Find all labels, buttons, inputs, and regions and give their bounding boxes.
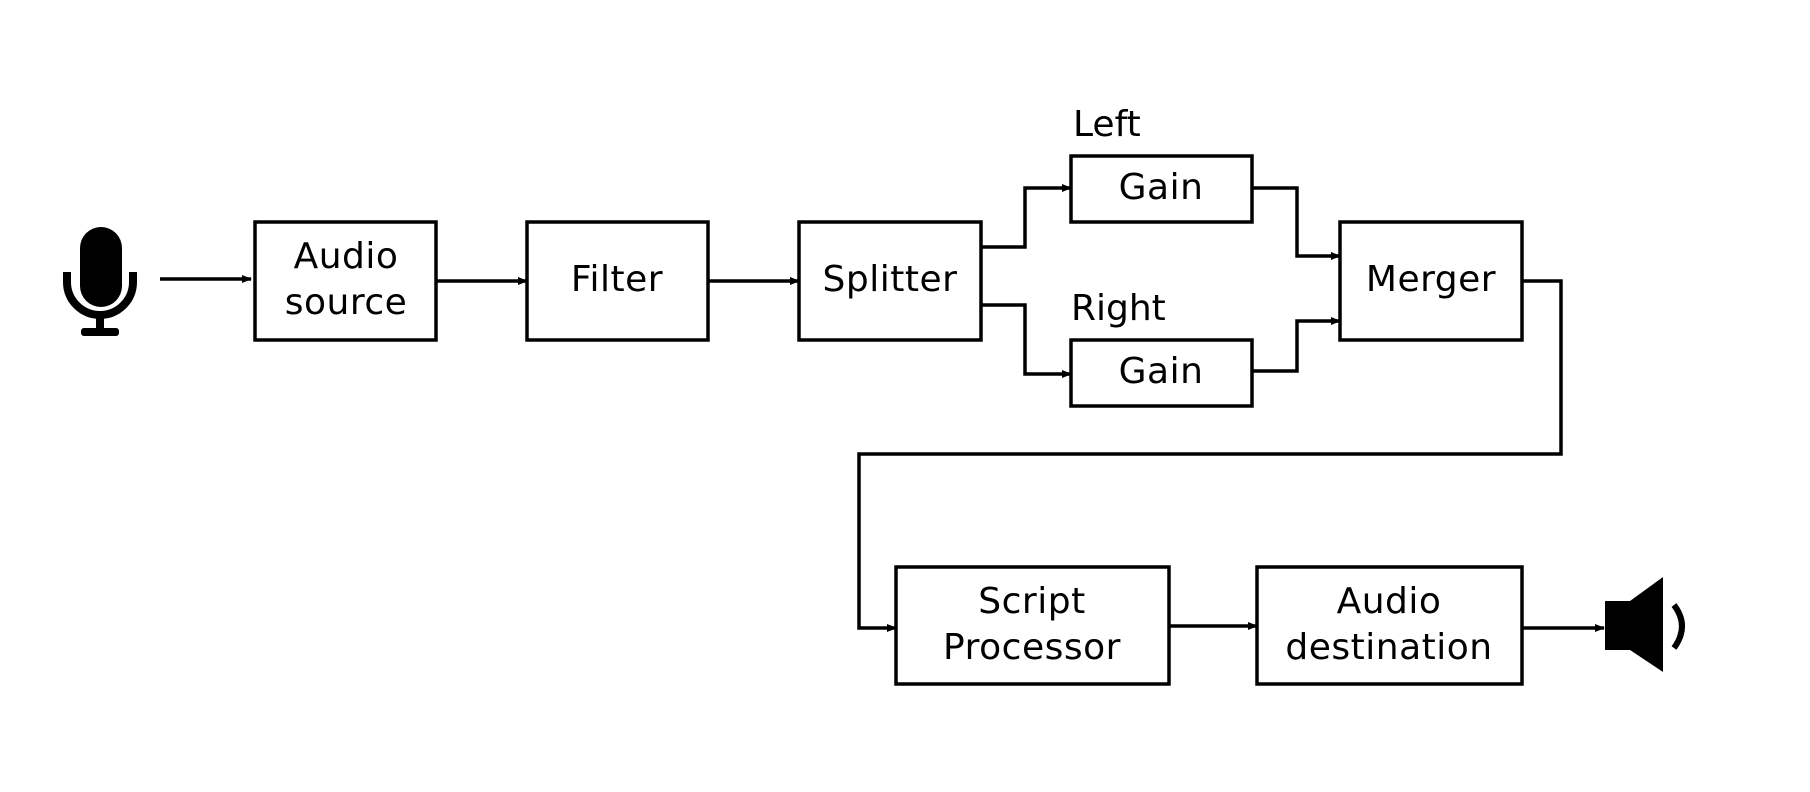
gain-left-label: Gain xyxy=(1119,167,1204,208)
node-gain-right: Gain xyxy=(1069,338,1254,408)
splitter-label: Splitter xyxy=(823,259,958,300)
audio-source-line2: source xyxy=(285,282,408,323)
node-gain-left: Gain xyxy=(1069,154,1254,224)
gain-right-label: Gain xyxy=(1119,351,1204,392)
arrow-splitter-to-left-gain xyxy=(981,184,1072,249)
audio-destination-line2: destination xyxy=(1285,627,1492,668)
arrow-left-gain-to-merger xyxy=(1252,186,1341,260)
node-filter: Filter xyxy=(525,220,710,342)
arrow-splitter-to-right-gain xyxy=(981,303,1072,378)
merger-label: Merger xyxy=(1366,259,1496,300)
node-merger: Merger xyxy=(1338,220,1524,342)
node-audio-destination: Audio destination xyxy=(1255,565,1524,686)
left-channel-label: Left xyxy=(1073,104,1141,145)
arrow-right-gain-to-merger xyxy=(1252,317,1341,373)
right-channel-label: Right xyxy=(1071,288,1166,329)
audio-destination-line1: Audio xyxy=(1337,581,1442,622)
node-audio-source: Audio source xyxy=(253,220,438,342)
arrow-merger-to-script-processor xyxy=(857,279,1563,632)
connectors xyxy=(160,184,1605,632)
audio-source-line1: Audio xyxy=(294,236,399,277)
script-processor-line1: Script xyxy=(978,581,1085,622)
node-splitter: Splitter xyxy=(797,220,983,342)
microphone-icon xyxy=(63,227,137,336)
speaker-icon xyxy=(1605,577,1685,672)
node-script-processor: Script Processor xyxy=(894,565,1171,686)
script-processor-line2: Processor xyxy=(943,627,1121,668)
filter-label: Filter xyxy=(571,259,663,300)
